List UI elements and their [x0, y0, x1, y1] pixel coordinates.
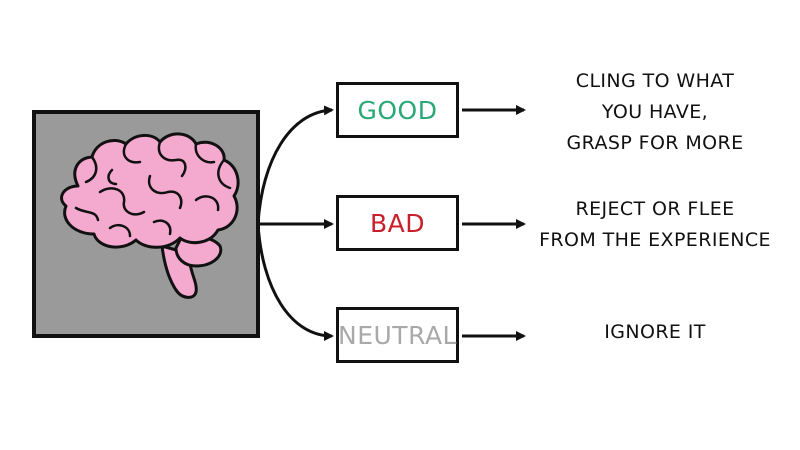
outcome-line: FROM THE EXPERIENCE: [539, 229, 771, 251]
outcome-line: REJECT OR FLEE: [575, 198, 735, 220]
outcome-text-bad: REJECT OR FLEE FROM THE EXPERIENCE: [530, 194, 780, 256]
category-label-good: GOOD: [357, 95, 438, 125]
outcome-line: YOU HAVE,: [601, 101, 709, 123]
outcome-text-good: CLING TO WHAT YOU HAVE, GRASP FOR MORE: [530, 66, 780, 159]
arrow-to-neutral: [256, 223, 334, 341]
outcome-line: GRASP FOR MORE: [566, 132, 744, 154]
arrow-to-good: [256, 105, 334, 225]
brain-panel: [32, 110, 260, 338]
outcome-text-neutral: IGNORE IT: [530, 317, 780, 348]
category-box-bad: BAD: [336, 195, 459, 251]
brain-icon: [60, 132, 240, 299]
category-label-neutral: NEUTRAL: [338, 320, 457, 350]
category-label-bad: BAD: [369, 208, 425, 238]
outcome-line: IGNORE IT: [604, 321, 706, 343]
category-box-good: GOOD: [336, 82, 459, 138]
category-box-neutral: NEUTRAL: [336, 307, 459, 363]
outcome-line: CLING TO WHAT: [575, 70, 735, 92]
